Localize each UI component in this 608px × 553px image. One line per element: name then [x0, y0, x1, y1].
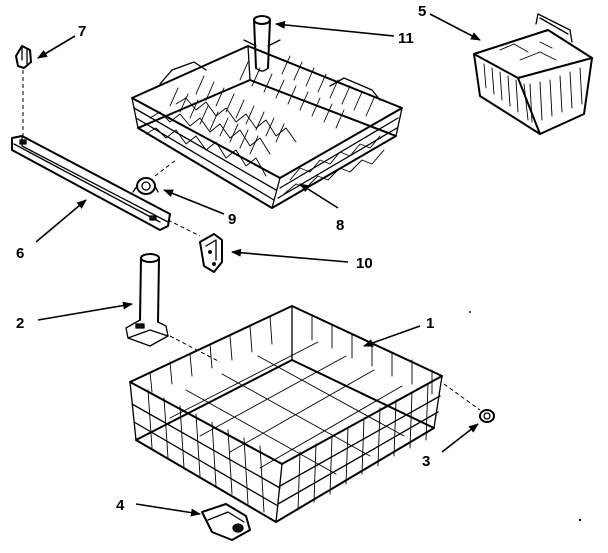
callout-11: 11	[398, 30, 414, 47]
callout-5: 5	[418, 3, 426, 20]
callout-9: 9	[228, 211, 236, 228]
callout-4: 4	[116, 497, 125, 514]
leader-4	[135, 503, 201, 517]
part-7-rail-stop	[15, 45, 32, 136]
callout-2: 2	[16, 315, 24, 332]
leader-7	[37, 35, 76, 59]
leader-lines	[35, 13, 481, 517]
leader-1	[363, 325, 421, 347]
lower-rack-back-wires	[149, 315, 433, 395]
speck	[578, 518, 582, 522]
leader-11	[275, 20, 395, 37]
leader-8	[299, 183, 339, 209]
part-8-upper-rack	[131, 45, 403, 209]
speck	[469, 311, 471, 313]
callout-7: 7	[78, 23, 86, 40]
part-10-rail-bracket	[199, 233, 223, 273]
part-1-lower-rack	[129, 305, 443, 523]
part-6-slide-rail	[11, 135, 201, 237]
leader-10	[231, 248, 349, 263]
callout-8: 8	[336, 217, 344, 234]
part-5-silverware-basket	[473, 13, 593, 135]
callout-10: 10	[356, 255, 373, 272]
part-4-roller-clip	[201, 503, 251, 541]
callout-1: 1	[426, 315, 434, 332]
basket-slots	[483, 63, 583, 123]
leader-5	[429, 13, 481, 41]
leader-2	[37, 301, 133, 321]
callout-3: 3	[422, 453, 430, 470]
leader-9	[163, 189, 225, 215]
leader-3	[441, 423, 479, 453]
part-3-stop-cap	[443, 383, 495, 423]
part-9-roller	[132, 159, 177, 195]
part-11-tine-post	[243, 15, 281, 72]
callout-6: 6	[16, 245, 24, 262]
leader-6	[35, 199, 87, 243]
upper-rack-tines	[169, 55, 375, 155]
part-2-rack-post	[125, 253, 221, 363]
callout-labels: 7 11 5 9 8 6 10 2 1 3 4	[16, 3, 434, 514]
lower-rack-front-wires	[147, 383, 429, 513]
